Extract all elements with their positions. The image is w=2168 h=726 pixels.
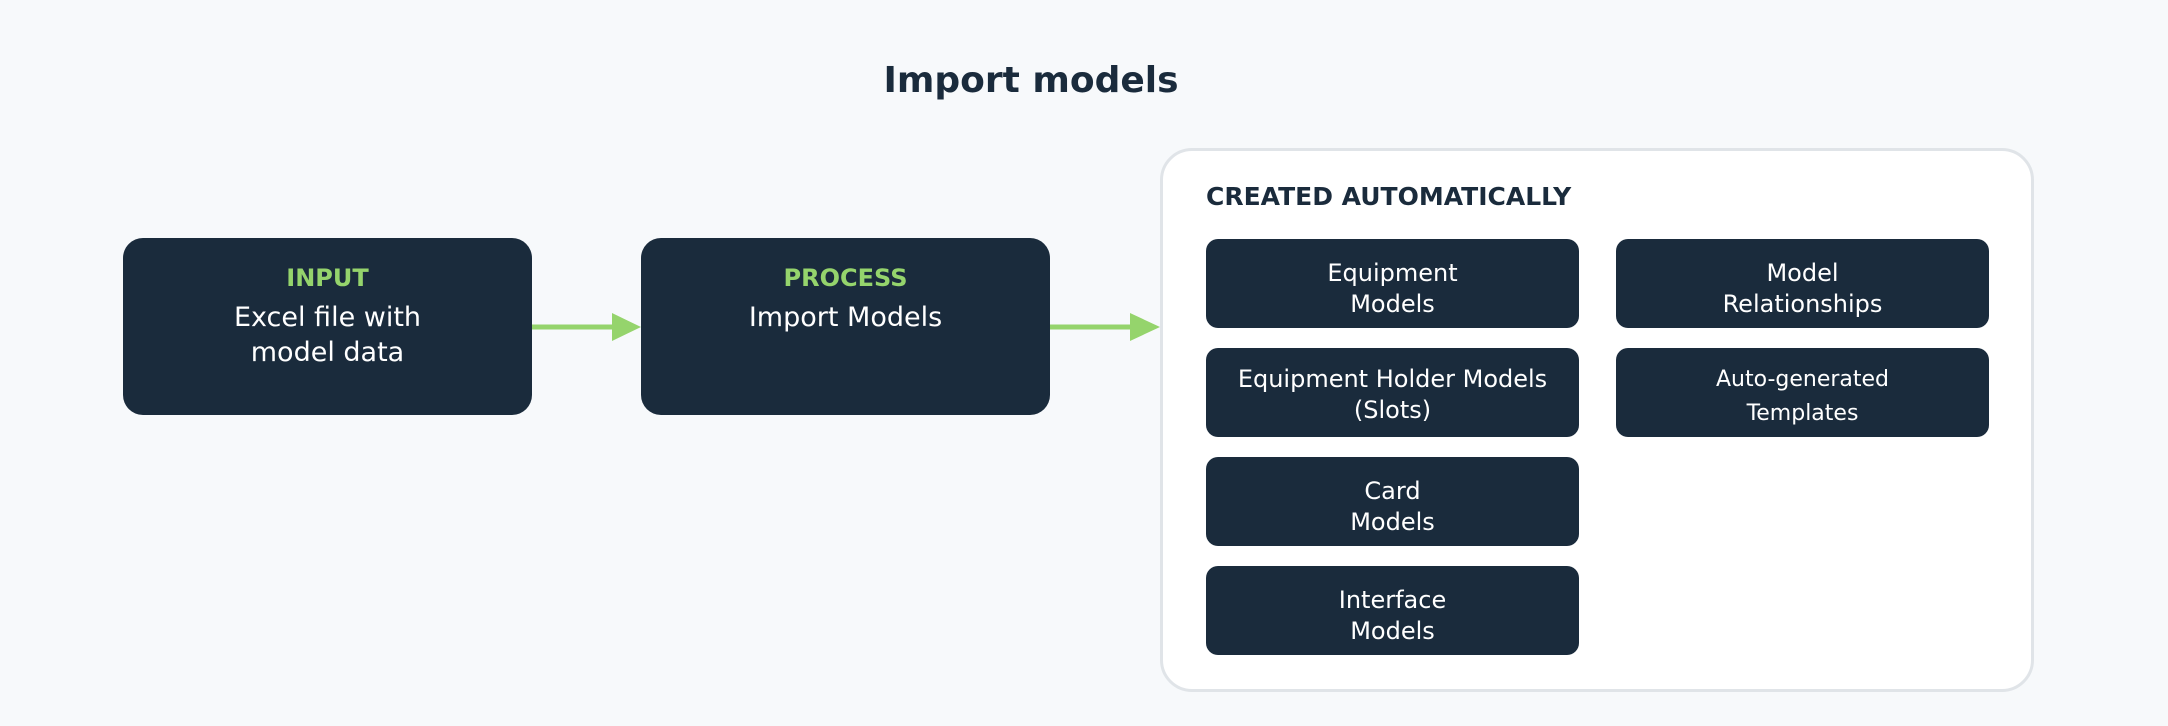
input-node: INPUT Excel file with model data — [123, 238, 532, 415]
equipment-holder-models-card: Equipment Holder Models (Slots) — [1206, 348, 1579, 437]
arrow-input-to-process — [532, 313, 641, 341]
card-models-card: Card Models — [1206, 457, 1579, 546]
input-label: INPUT — [286, 264, 369, 292]
diagram-title: Import models — [883, 60, 1179, 101]
auto-generated-templates-card: Auto-generated Templates — [1616, 348, 1989, 437]
input-description: Excel file with model data — [233, 302, 422, 368]
interface-models-card: Interface Models — [1206, 566, 1579, 655]
created-automatically-panel: CREATED AUTOMATICALLY Equipment Models E… — [1160, 148, 2034, 692]
arrow-process-to-created — [1050, 313, 1160, 341]
process-label: PROCESS — [783, 264, 908, 292]
model-relationships-card: Model Relationships — [1616, 239, 1989, 328]
process-description: Import Models — [748, 302, 943, 333]
equipment-models-card: Equipment Models — [1206, 239, 1579, 328]
panel-title: CREATED AUTOMATICALLY — [1206, 182, 1572, 211]
process-node: PROCESS Import Models — [641, 238, 1050, 415]
